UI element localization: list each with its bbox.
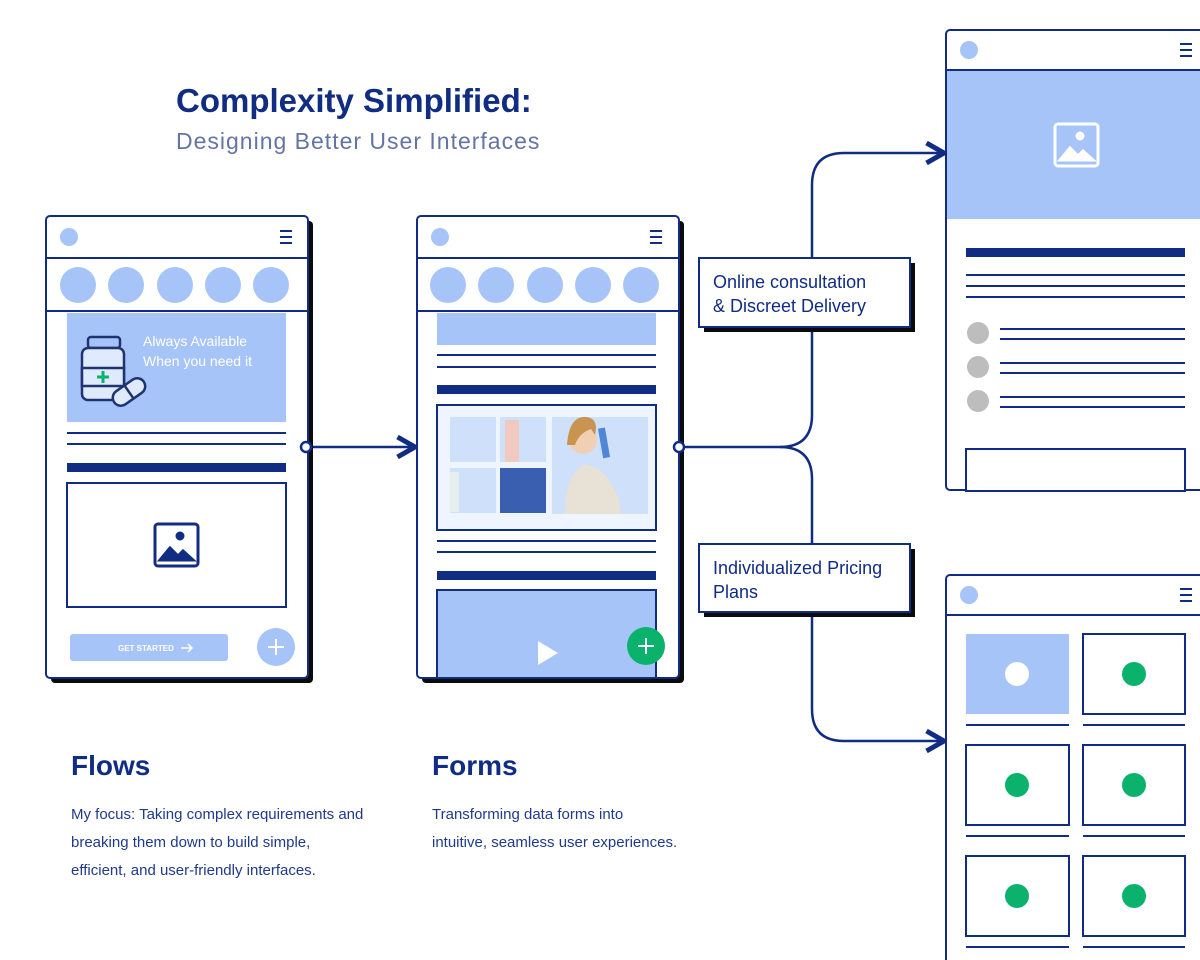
avatar-icon [60, 228, 78, 246]
branch-label-consultation-text: Online consultation & Discreet Delivery [713, 270, 866, 318]
section-text-forms: Transforming data forms into intuitive, … [432, 801, 677, 857]
avatar-icon [960, 586, 978, 604]
branch-label-pricing [698, 543, 911, 613]
image-icon [1053, 122, 1100, 168]
page-subtitle: Designing Better User Interfaces [176, 128, 541, 154]
branch-label-line: Individualized Pricing [713, 558, 883, 578]
image-icon [153, 522, 200, 568]
text-line: efficient, and user-friendly interfaces. [71, 862, 316, 879]
banner-text-line2: When you need it [143, 353, 252, 369]
hamburger-icon [650, 230, 662, 244]
phone-mockup-forms [416, 215, 684, 683]
hamburger-icon [1180, 43, 1192, 57]
branch-label-consultation [698, 257, 911, 328]
section-heading-flows: Flows [71, 750, 151, 781]
hamburger-icon [1180, 588, 1192, 602]
branch-label-pricing-text: Individualized Pricing Plans [713, 556, 882, 604]
text-line: intuitive, seamless user experiences. [432, 834, 678, 851]
branch-label-line: Plans [713, 582, 759, 602]
image-placeholder [66, 482, 287, 608]
form-screenshot-image [436, 404, 657, 531]
action-button-placeholder[interactable] [965, 448, 1186, 492]
medicine-bottle-icon [80, 335, 147, 407]
section-text-flows: My focus: Taking complex requirements an… [71, 801, 363, 885]
text-line: breaking them down to build simple, [71, 834, 311, 851]
phone-mockup-consultation [945, 29, 1200, 492]
get-started-label: GET STARTED [118, 644, 174, 653]
section-heading-forms: Forms [432, 750, 518, 781]
avatar-icon [960, 41, 978, 59]
play-icon [538, 641, 558, 665]
avatar-icon [431, 228, 449, 246]
phone-mockup-pricing [945, 574, 1200, 960]
add-button-green[interactable] [627, 627, 665, 665]
text-line: My focus: Taking complex requirements an… [71, 806, 364, 823]
text-line: Transforming data forms into [432, 806, 624, 823]
branch-label-line: & Discreet Delivery [713, 296, 867, 316]
category-circles [60, 267, 289, 303]
get-started-button[interactable]: GET STARTED [70, 634, 228, 661]
arrow-right-icon [181, 643, 194, 653]
hamburger-icon [280, 230, 292, 244]
list-bullets [967, 322, 989, 412]
plus-icon [268, 639, 284, 655]
plus-icon [638, 638, 654, 654]
connector-branch-bottom [779, 445, 944, 741]
video-player [436, 589, 657, 679]
add-button[interactable] [257, 628, 295, 666]
phone-mockup-flows: Always Available When you need it GET ST… [45, 215, 313, 683]
category-circles [430, 267, 659, 303]
branch-label-line: Online consultation [713, 272, 867, 292]
banner-text-line1: Always Available [143, 333, 247, 349]
page-title: Complexity Simplified: [176, 82, 532, 119]
